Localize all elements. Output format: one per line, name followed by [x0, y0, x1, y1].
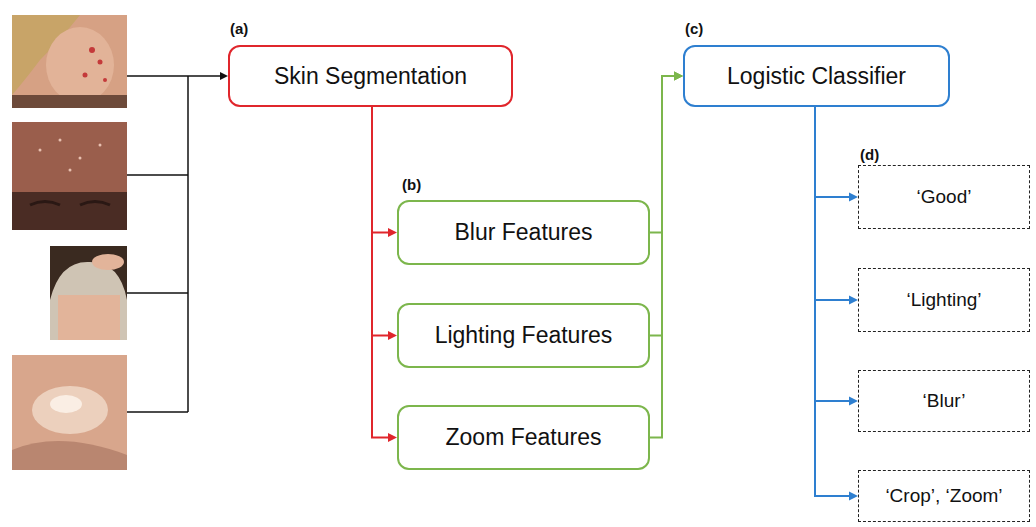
connector-line [372, 107, 389, 233]
arrowhead [849, 193, 858, 202]
feature-box: Blur Features [397, 200, 650, 265]
box-text: Zoom Features [446, 424, 602, 451]
output-box: ‘Blur’ [858, 370, 1030, 432]
connector-line [372, 107, 389, 438]
part-label: (d) [859, 146, 880, 163]
classifier-box: Logistic Classifier [683, 45, 950, 107]
forehead-photo [12, 122, 127, 230]
output-box: ‘Good’ [858, 165, 1030, 229]
part-label: (b) [401, 176, 422, 193]
arrowhead [674, 72, 683, 81]
box-text: Blur Features [454, 219, 592, 246]
feature-box: Lighting Features [397, 303, 650, 368]
connector [650, 72, 683, 336]
arrowhead [849, 296, 858, 305]
part-label: (c) [684, 20, 704, 37]
box-text: Logistic Classifier [727, 63, 906, 90]
connector [650, 72, 683, 438]
box-text: ‘Crop’, ‘Zoom’ [885, 485, 1002, 507]
connector-line [815, 107, 850, 300]
connector [372, 107, 397, 442]
arrowhead [388, 331, 397, 340]
connector [815, 107, 858, 406]
connector [815, 107, 858, 305]
output-box: ‘Crop’, ‘Zoom’ [858, 470, 1030, 522]
blister-photo [12, 355, 127, 470]
connector [815, 107, 858, 202]
box-text: Lighting Features [435, 322, 613, 349]
output-box: ‘Lighting’ [858, 268, 1030, 332]
input-wires [127, 76, 222, 412]
connector-line [372, 107, 389, 336]
scalp-photo [50, 246, 127, 340]
connector [650, 72, 683, 233]
box-text: Skin Segmentation [274, 63, 467, 90]
arrowhead [849, 397, 858, 406]
connector-line [815, 107, 850, 496]
segmentation-box: Skin Segmentation [228, 45, 513, 107]
arrowhead [388, 433, 397, 442]
box-text: ‘Lighting’ [907, 289, 982, 311]
connector [815, 107, 858, 501]
connector-line [650, 76, 675, 438]
connector [372, 107, 397, 340]
part-label: (a) [229, 20, 249, 37]
acne-photo [12, 15, 127, 108]
arrowhead [849, 492, 858, 501]
feature-box: Zoom Features [397, 405, 650, 470]
arrowhead [388, 228, 397, 237]
arrowhead [674, 72, 683, 81]
box-text: ‘Good’ [917, 186, 972, 208]
box-text: ‘Blur’ [923, 390, 966, 412]
connector-line [815, 107, 850, 197]
connector-line [815, 107, 850, 401]
input-arrowhead [220, 72, 228, 80]
arrowhead [674, 72, 683, 81]
connector [372, 107, 397, 237]
